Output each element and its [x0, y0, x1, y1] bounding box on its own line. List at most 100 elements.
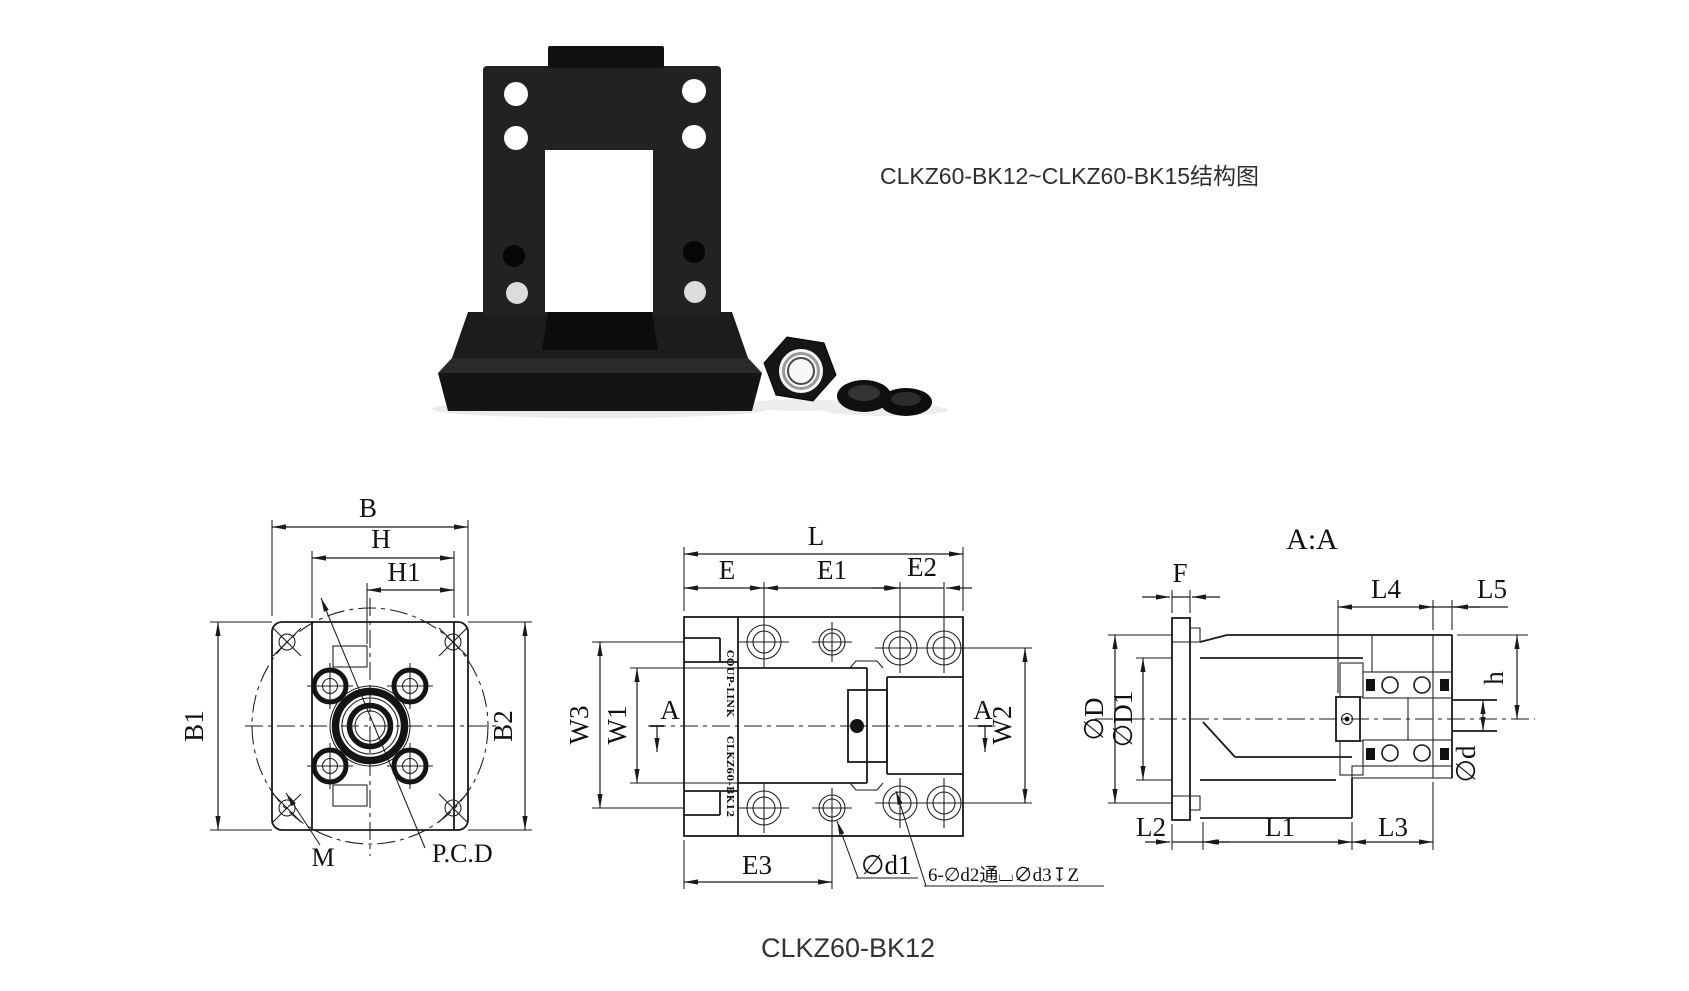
dim-label-H: H: [371, 524, 391, 554]
hole: [812, 622, 852, 662]
dim-label-D1: ∅D1: [1108, 691, 1138, 748]
section-letter-left: A: [660, 695, 680, 725]
dim-H: H: [311, 524, 455, 618]
dim-label-B2: B2: [488, 710, 518, 742]
bracket-base: [438, 373, 762, 411]
lock-nut-thread-ring: [782, 352, 820, 390]
leader-PCD: P.C.D: [320, 597, 493, 868]
dim-label-W3: W3: [564, 706, 594, 745]
lock-nut-bore: [779, 349, 823, 393]
callout-d1: ∅d1: [836, 820, 918, 880]
callout-d2-holes: 6-∅d2通⌴∅d3↧Z: [895, 790, 1104, 887]
dim-W1: W1: [602, 667, 738, 784]
dim-label-L5: L5: [1477, 574, 1507, 604]
dim-label-L1: L1: [1265, 812, 1295, 842]
bracket-window: [545, 150, 653, 312]
product-photo: [432, 46, 948, 418]
spacer-ring-front-bore: [848, 385, 880, 401]
dim-label-E2: E2: [907, 552, 937, 582]
dim-label-h: h: [1479, 671, 1509, 685]
bearing-seal: [1440, 679, 1449, 691]
model-label: CLKZ60-BK12: [761, 933, 935, 963]
callout-label-d2: 6-∅d2通⌴∅d3↧Z: [928, 864, 1079, 886]
screw: [387, 663, 433, 709]
dim-E2: E2: [872, 552, 972, 625]
lock-nut-thread-ring-inner: [787, 357, 815, 385]
slot-top: [332, 645, 368, 668]
collar: [1339, 662, 1364, 698]
hole: [875, 623, 925, 673]
front-view: B H H1 B1 B2 M P.C.D: [179, 493, 532, 872]
dim-label-L3: L3: [1378, 812, 1408, 842]
dim-B: B: [271, 493, 469, 616]
plate-hole: [683, 241, 705, 263]
page-title: CLKZ60-BK12~CLKZ60-BK15结构图: [880, 163, 1259, 189]
screw: [307, 663, 353, 709]
bearing-ball: [1381, 744, 1399, 762]
dim-label-B: B: [359, 493, 377, 523]
housing-screws: [307, 663, 433, 789]
label-M: M: [311, 843, 334, 872]
dim-label-L4: L4: [1371, 574, 1401, 604]
dim-L: L: [683, 521, 964, 611]
bearing-stack-section: [1335, 634, 1497, 779]
dim-L4: L4: [1337, 574, 1434, 693]
dim-label-d: ∅d: [1451, 745, 1481, 783]
bracket-window-pocket: [542, 312, 658, 350]
bearing-ball: [1413, 744, 1431, 762]
section-view: A:A: [1079, 523, 1535, 850]
plate-hole: [682, 125, 706, 149]
dim-label-L2: L2: [1136, 812, 1166, 842]
plate-hole: [506, 282, 528, 304]
dim-E: E: [684, 555, 765, 620]
hole: [739, 617, 789, 667]
hole: [739, 783, 789, 833]
dim-D: ∅D: [1079, 634, 1172, 804]
hole: [919, 623, 969, 673]
dim-B2: B2: [468, 621, 532, 831]
hole: [919, 778, 969, 828]
dim-H1: H1: [366, 557, 454, 644]
leader-M: M: [285, 792, 335, 872]
dim-E1: E1: [764, 555, 901, 625]
plate-hole: [503, 245, 525, 267]
plate-hole: [504, 82, 528, 106]
bearing-seal: [1440, 748, 1449, 760]
dim-label-E1: E1: [817, 555, 847, 585]
plan-view: COUP-LINK CLKZ60-BK12 L E E1 E2 W3 W1 W2…: [564, 521, 1104, 889]
callout-label-d1: ∅d1: [861, 850, 912, 880]
engraving-model: CLKZ60-BK12: [724, 736, 735, 818]
housing-body-section: [1199, 634, 1452, 819]
plate-hole: [504, 126, 528, 150]
section-title: A:A: [1286, 523, 1338, 556]
section-marker-left: A: [650, 695, 680, 752]
engraving-brand: COUP-LINK: [724, 650, 735, 717]
plate-hole: [684, 281, 706, 303]
spacer-ring-back-bore: [891, 392, 921, 406]
bearing-seal: [1366, 679, 1375, 691]
screw: [307, 743, 353, 789]
nut-shadow: [750, 399, 850, 411]
dim-L3: L3: [1352, 782, 1434, 850]
dim-label-W2: W2: [987, 706, 1017, 745]
slot-bottom: [332, 784, 368, 807]
mount-holes: [739, 617, 969, 833]
screw: [387, 743, 433, 789]
dim-label-F: F: [1172, 558, 1187, 588]
dim-label-E3: E3: [742, 850, 772, 880]
dim-d: ∅d: [1451, 700, 1486, 783]
dim-label-W1: W1: [602, 706, 632, 745]
dim-h: h: [1457, 634, 1528, 719]
hole: [812, 788, 852, 828]
dim-L5: L5: [1433, 574, 1508, 630]
bracket-top-tab: [548, 46, 664, 68]
dim-label-D: ∅D: [1079, 697, 1109, 740]
bracket-base-top: [438, 358, 762, 373]
bearing-ball: [1381, 676, 1399, 694]
dim-E3: E3: [683, 824, 833, 889]
dim-label-B1: B1: [179, 710, 209, 742]
dim-W2: W2: [963, 647, 1032, 804]
dim-W3: W3: [564, 641, 684, 809]
dim-D1: ∅D1: [1108, 657, 1172, 781]
dim-label-H1: H1: [388, 557, 421, 587]
